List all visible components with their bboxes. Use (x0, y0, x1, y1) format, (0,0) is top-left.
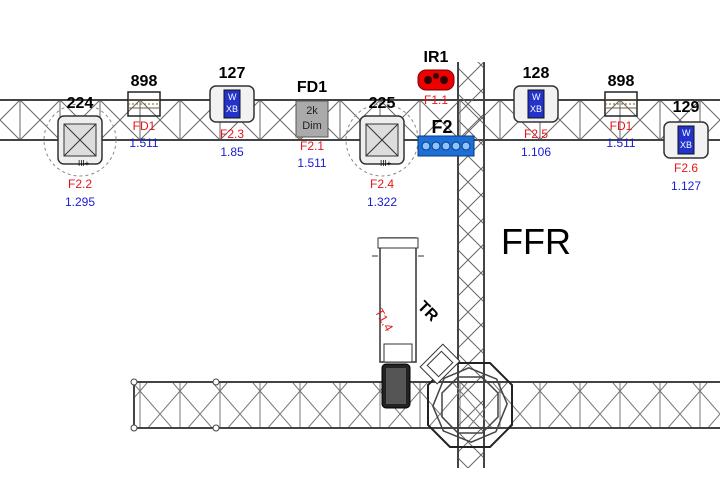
fixture-fd1-number: FD1 (296, 79, 328, 96)
svg-text:III+: III+ (78, 159, 90, 168)
fixture-fd1-box-bottom: Dim (302, 120, 322, 132)
fixture-fd1-box-top: 2k (306, 105, 318, 117)
fixture-898b-circuit: FD1 (609, 119, 633, 133)
fixture-ir1-symbol[interactable] (417, 69, 455, 91)
fixture-898b-symbol[interactable] (604, 91, 638, 117)
fixture-225-number: 225 (368, 95, 396, 112)
fixture-fd1-symbol[interactable] (295, 100, 329, 138)
fixture-127-value: 1.85 (220, 145, 244, 159)
tr-base (381, 363, 411, 409)
fixture-127-badge-top: W (228, 92, 237, 102)
truss-junction (427, 362, 513, 448)
fixture-127-number: 127 (218, 65, 246, 82)
fixture-898b-value: 1.511 (606, 136, 636, 150)
fixture-224-number: 224 (66, 95, 94, 112)
fixture-128-badge-top: W (532, 92, 541, 102)
fixture-129-circuit: F2.6 (673, 161, 699, 175)
fixture-ir1-circuit: F1.1 (423, 93, 449, 107)
fixture-224-symbol[interactable]: III+ (43, 103, 117, 177)
tr-head (419, 343, 461, 385)
fixture-225-circuit: F2.4 (369, 177, 395, 191)
fixture-fd1-value: 1.511 (297, 156, 327, 170)
fixture-129-number: 129 (672, 99, 700, 116)
fixture-127-symbol[interactable] (209, 85, 255, 123)
fixture-128-symbol[interactable] (513, 85, 559, 123)
fixture-224-circuit: F2.2 (67, 177, 93, 191)
fixture-225-value: 1.322 (366, 195, 398, 209)
fixture-898b-number: 898 (607, 73, 635, 90)
fixture-129-symbol[interactable] (663, 121, 709, 159)
fixture-128-badge-bottom: XB (530, 104, 543, 114)
fixture-fd1-circuit: F2.1 (299, 139, 325, 153)
fixture-898a-value: 1.511 (129, 136, 159, 150)
tr-unit[interactable] (372, 237, 424, 363)
fixture-128-number: 128 (522, 65, 550, 82)
fixture-129-value: 1.127 (670, 179, 702, 193)
fixture-128-circuit: F2.5 (523, 127, 549, 141)
truss-bottom (130, 378, 720, 432)
fixture-898a-circuit: FD1 (132, 119, 156, 133)
fixture-127-circuit: F2.3 (219, 127, 245, 141)
svg-text:III+: III+ (380, 159, 392, 168)
fixture-f2-bar[interactable] (417, 135, 475, 157)
fixture-898a-number: 898 (130, 73, 158, 90)
fixture-128-value: 1.106 (520, 145, 552, 159)
fixture-129-badge-bottom: XB (680, 140, 693, 150)
f2-label: F2 (431, 117, 453, 137)
ffr-label: FFR (501, 221, 571, 262)
fixture-127-badge-bottom: XB (226, 104, 239, 114)
fixture-129-badge-top: W (682, 128, 691, 138)
fixture-224-value: 1.295 (64, 195, 96, 209)
fixture-ir1-number: IR1 (423, 49, 449, 66)
fixture-898a-symbol[interactable] (127, 91, 161, 117)
